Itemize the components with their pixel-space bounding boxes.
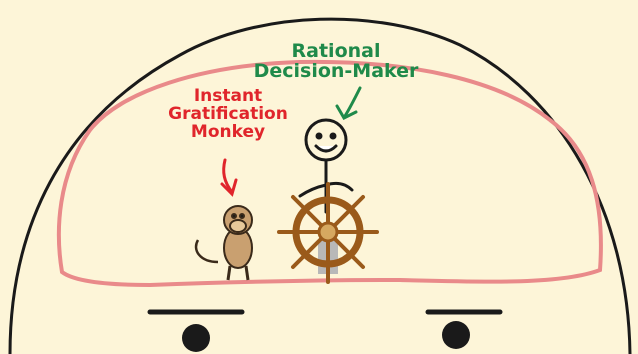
- rational-label-line2: Decision-Maker: [236, 62, 436, 82]
- instant-gratification-monkey-label: Instant Gratification Monkey: [138, 88, 318, 142]
- monkey-label-line2: Gratification: [138, 106, 318, 124]
- right-eye: [442, 321, 470, 349]
- monkey-icon: [196, 206, 252, 280]
- left-eye: [182, 324, 210, 352]
- ship-wheel-icon: [279, 184, 377, 282]
- monkey-label-line3: Monkey: [138, 124, 318, 142]
- rational-label-line1: Rational: [236, 42, 436, 62]
- rational-decision-maker-label: Rational Decision-Maker: [236, 42, 436, 82]
- green-arrow-icon: [337, 88, 360, 118]
- red-arrow-icon: [222, 160, 236, 194]
